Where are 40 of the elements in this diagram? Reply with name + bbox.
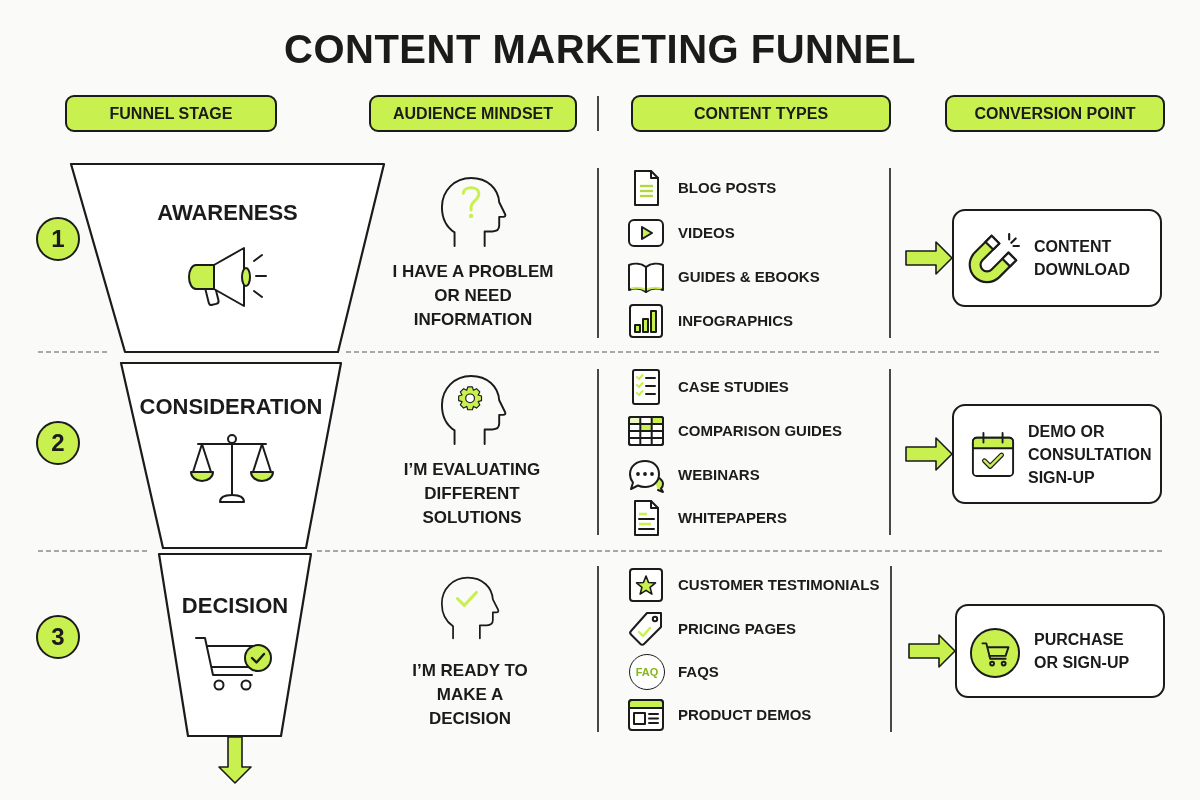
block-arrow (908, 634, 956, 668)
content-type-text: CUSTOMER TESTIMONIALS (678, 576, 880, 594)
conversion-card (952, 404, 1162, 504)
step-number: 1 (36, 217, 80, 261)
step-number: 3 (36, 615, 80, 659)
content-type-text: WEBINARS (678, 466, 760, 484)
conversion-text: PURCHASE OR SIGN-UP (1034, 630, 1131, 673)
column-header: CONTENT TYPES (631, 95, 891, 132)
block-arrow (218, 736, 252, 784)
content-type-text: VIDEOS (678, 224, 735, 242)
step-number: 2 (36, 421, 80, 465)
column-header: CONVERSION POINT (945, 95, 1165, 132)
stage-title: AWARENESS (157, 200, 298, 226)
funnel-section (70, 163, 385, 353)
column-header: FUNNEL STAGE (65, 95, 277, 132)
funnel-section (120, 362, 342, 549)
content-type-text: WHITEPAPERS (678, 509, 787, 527)
content-type-text: FAQS (678, 663, 719, 681)
content-type-text: COMPARISON GUIDES (678, 422, 842, 440)
diagram-title: CONTENT MARKETING FUNNEL (284, 26, 916, 72)
column-header: AUDIENCE MINDSET (369, 95, 577, 132)
mindset-text: I HAVE A PROBLEM OR NEED INFORMATION (391, 261, 555, 331)
content-type-text: INFOGRAPHICS (678, 312, 793, 330)
faq-circle-label: FAQ (629, 654, 665, 690)
conversion-card (955, 604, 1165, 698)
conversion-text: DEMO OR CONSULTATION SIGN-UP (1028, 421, 1153, 488)
content-type-text: PRODUCT DEMOS (678, 706, 812, 724)
mindset-text: I’M READY TO MAKE A DECISION (411, 660, 529, 730)
block-arrow (905, 241, 953, 275)
content-type-text: GUIDES & EBOOKS (678, 268, 820, 286)
conversion-text: CONTENT DOWNLOAD (1034, 237, 1131, 280)
content-type-text: CASE STUDIES (678, 378, 789, 396)
mindset-text: I’M EVALUATING DIFFERENT SOLUTIONS (402, 459, 542, 529)
funnel-section (158, 553, 312, 737)
content-type-text: PRICING PAGES (678, 620, 797, 638)
content-type-text: BLOG POSTS (678, 179, 777, 197)
stage-title: CONSIDERATION (139, 394, 323, 420)
conversion-card (952, 209, 1162, 307)
block-arrow (905, 437, 953, 471)
stage-title: DECISION (181, 593, 289, 619)
